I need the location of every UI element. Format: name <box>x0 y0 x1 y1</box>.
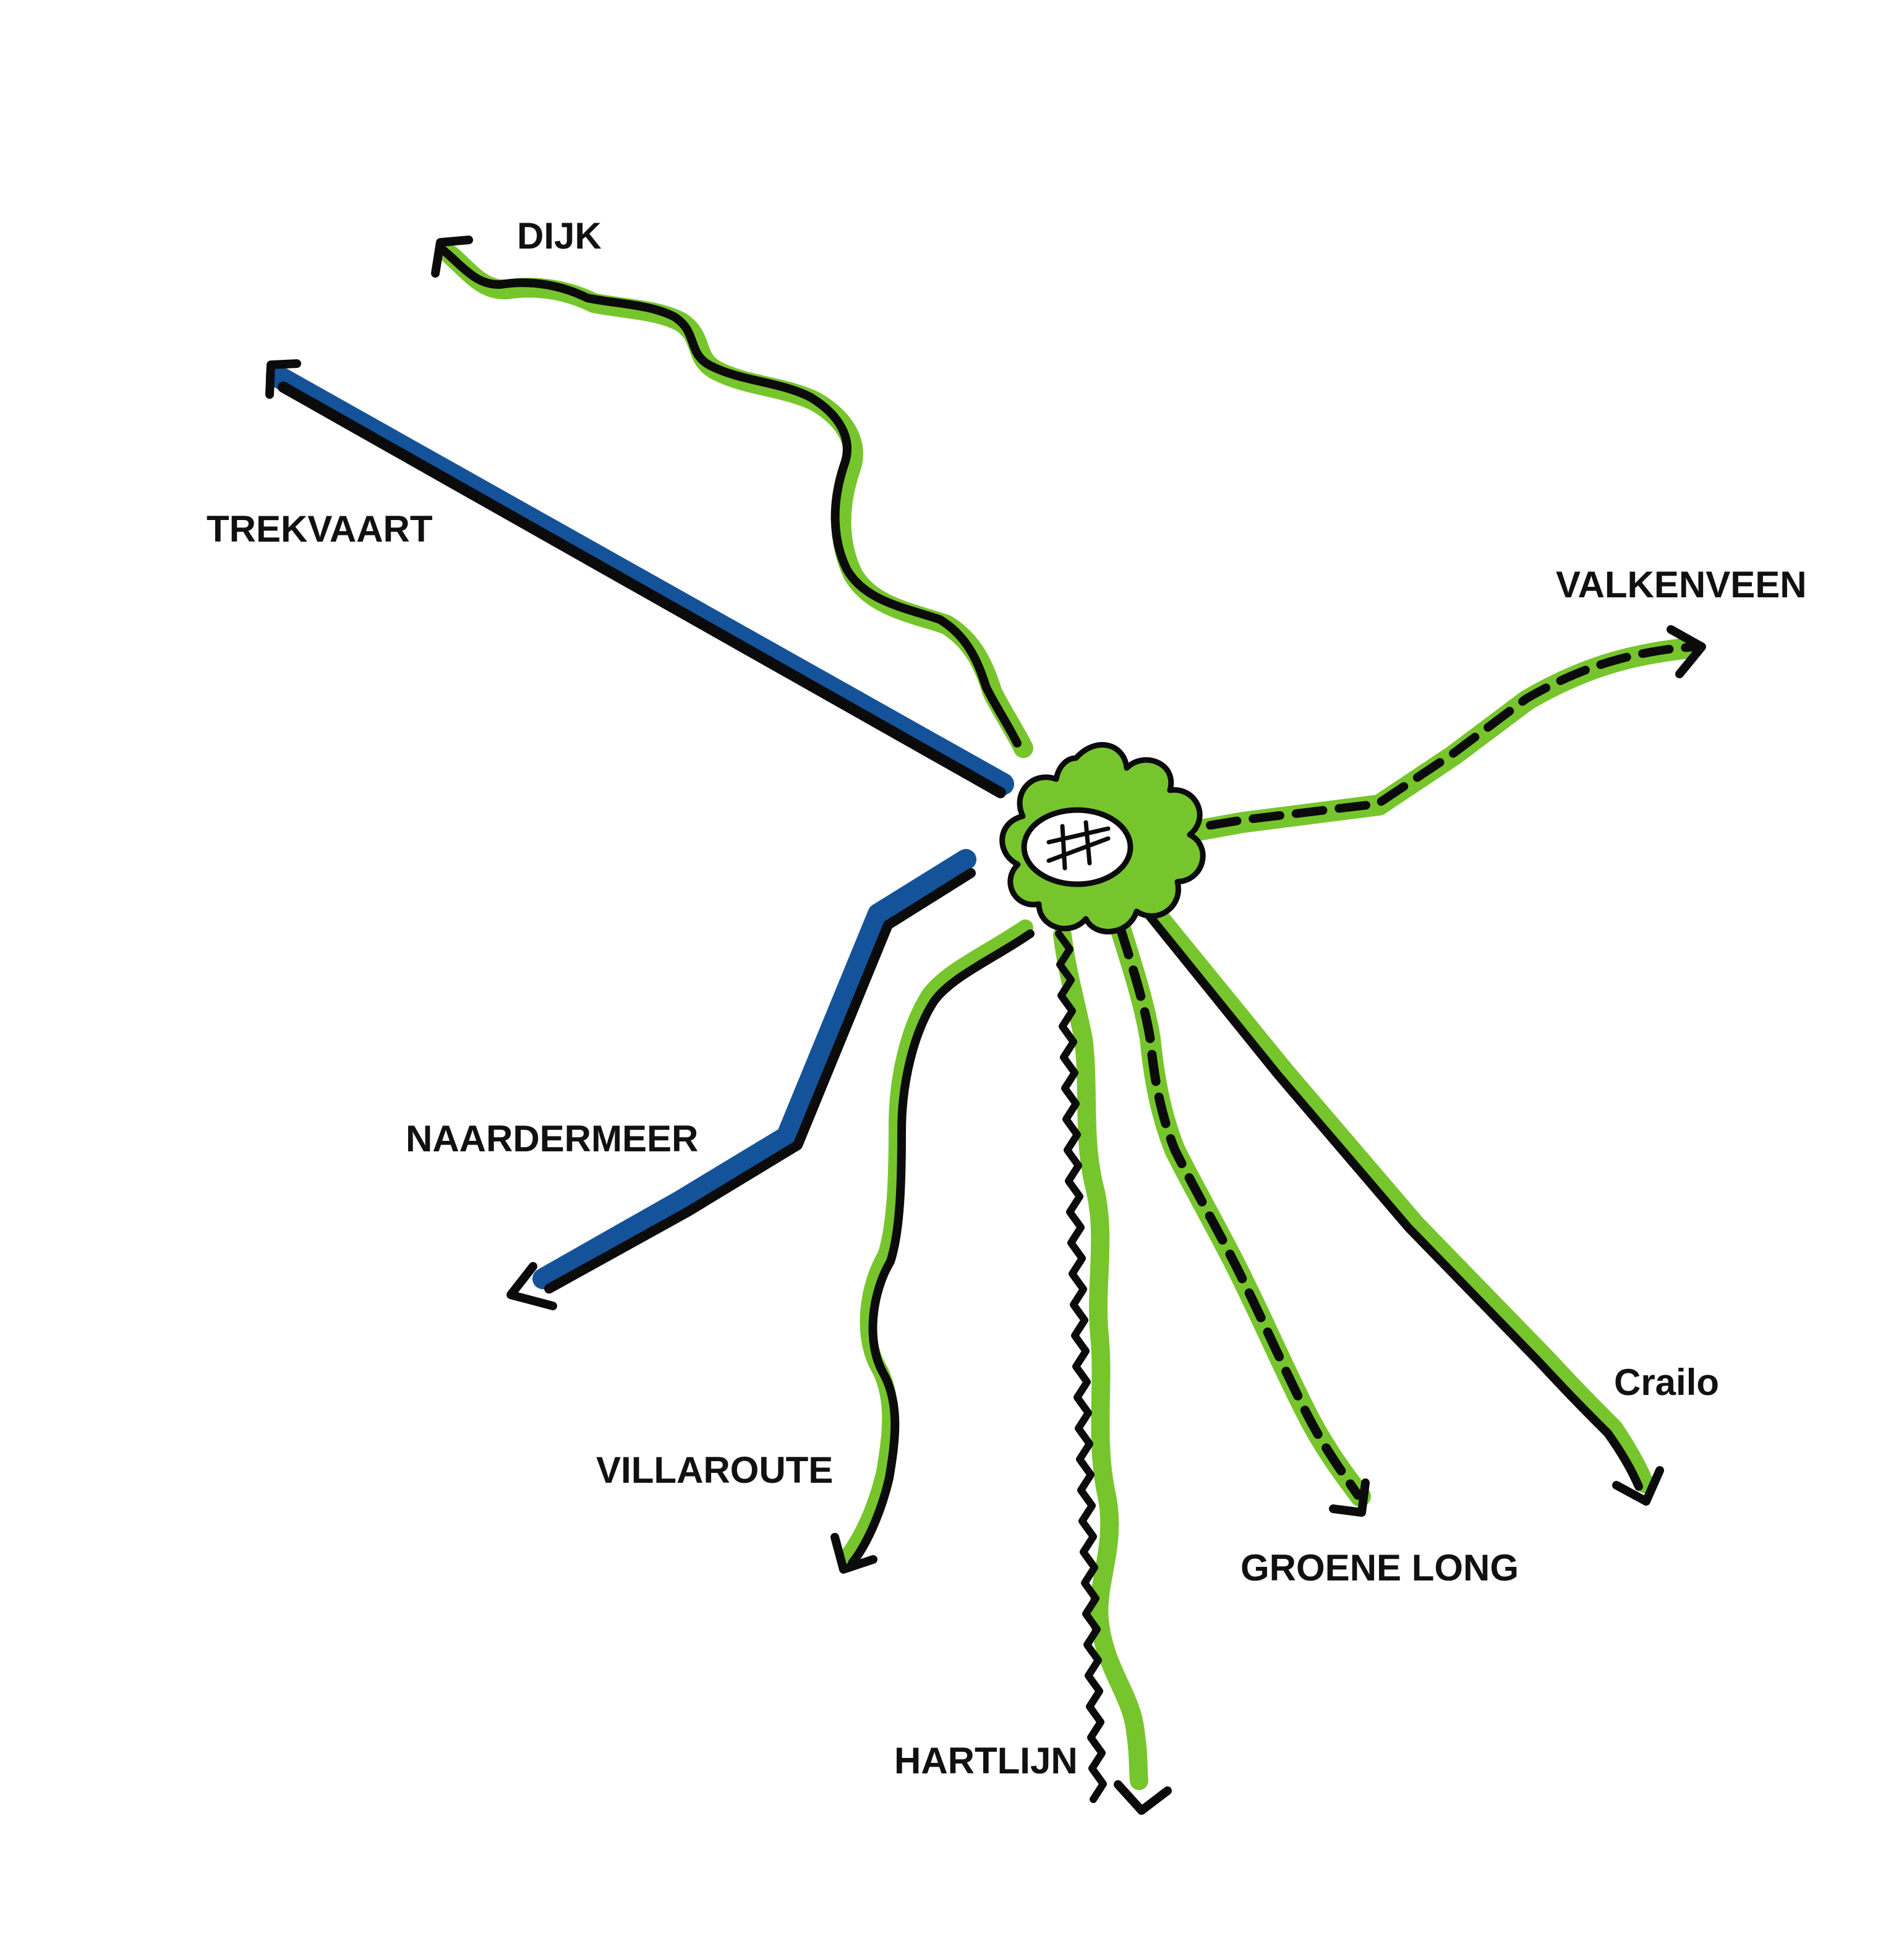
hartlijn-arrowhead-icon <box>1114 1780 1172 1815</box>
valkenveen-arrowhead-icon <box>1667 625 1706 678</box>
valkenveen-green-band <box>1157 638 1699 847</box>
route-groene-long <box>1110 918 1371 1517</box>
groene-long-arrowhead-icon <box>1329 1478 1370 1517</box>
label-valkenveen: VALKENVEEN <box>1556 564 1807 605</box>
hartlijn-path-zigzag <box>1055 930 1107 1803</box>
label-naardermeer: NAARDERMEER <box>406 1118 698 1159</box>
crailo-arrowhead-icon <box>1612 1466 1664 1506</box>
trekvaart-arrowhead-icon <box>265 359 301 399</box>
villaroute-green-band <box>838 919 1033 1566</box>
dijk-path-line <box>438 245 1022 748</box>
label-villaroute: VILLAROUTE <box>596 1449 833 1491</box>
groene-long-path-dashed <box>1116 924 1363 1500</box>
route-trekvaart <box>265 359 1014 798</box>
dijk-green-band <box>440 245 1033 758</box>
crailo-green-band <box>1146 902 1654 1493</box>
route-hartlijn <box>1053 926 1172 1815</box>
dijk-arrowhead-icon <box>431 236 473 278</box>
crailo-path-line <box>1143 910 1643 1491</box>
label-dijk: DIJK <box>517 215 602 257</box>
villaroute-arrowhead-icon <box>830 1533 877 1574</box>
label-groene-long: GROENE LONG <box>1240 1547 1519 1589</box>
naardermeer-arrowhead-icon <box>506 1262 557 1310</box>
route-villaroute <box>830 919 1035 1574</box>
route-dijk <box>431 236 1033 758</box>
route-naardermeer <box>506 849 976 1310</box>
hub-center-ellipse <box>1021 807 1133 887</box>
route-crailo <box>1143 902 1664 1506</box>
town-hub-icon <box>999 742 1206 935</box>
label-trekvaart: TREKVAART <box>207 508 433 550</box>
naardermeer-path-line <box>544 868 976 1294</box>
trekvaart-path-line <box>278 382 1006 798</box>
route-valkenveen <box>1157 625 1706 847</box>
label-crailo: Crailo <box>1614 1362 1719 1403</box>
label-hartlijn: HARTLIJN <box>894 1740 1078 1781</box>
naardermeer-water-line <box>532 849 976 1289</box>
villaroute-path-line <box>848 929 1035 1567</box>
valkenveen-path-dashed <box>1163 642 1699 837</box>
hartlijn-green-band <box>1053 926 1148 1790</box>
trekvaart-water-line <box>266 365 1014 795</box>
crossed-paths-icon <box>1046 820 1111 871</box>
